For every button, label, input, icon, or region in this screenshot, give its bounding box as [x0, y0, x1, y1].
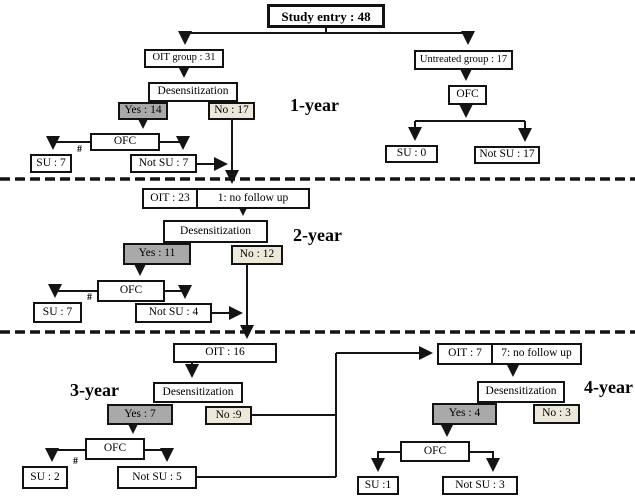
- year3-label: 3-year: [70, 380, 119, 400]
- year2-su-hash-mark: #: [87, 292, 92, 303]
- untreated-group-box: Untreated group : 17: [414, 50, 513, 70]
- year4-desensitization-box: Desensitization: [477, 381, 565, 403]
- year4-label: 4-year: [584, 377, 633, 397]
- year2-label: 2-year: [293, 225, 342, 245]
- year4-no-box: No : 3: [533, 404, 580, 424]
- year4-ofc-box: OFC: [400, 441, 470, 462]
- year2-ofc-box: OFC: [97, 280, 165, 302]
- year1-su-hash-mark: #: [77, 144, 82, 155]
- year3-not-su-box: Not SU : 5: [117, 466, 197, 489]
- year2-no-follow-up-box: 1: no follow up: [196, 188, 310, 209]
- year2-yes-box: Yes : 11: [123, 243, 191, 265]
- year1-yes-box: Yes : 14: [118, 102, 168, 120]
- year1-ofc-box: OFC: [90, 133, 160, 151]
- year1-not-su-box: Not SU : 7: [130, 154, 197, 173]
- year4-no-follow-up-box: 7: no follow up: [491, 343, 582, 365]
- untreated-ofc-box: OFC: [448, 85, 487, 105]
- year4-su-box: SU :1: [357, 476, 399, 495]
- year1-su-box: SU : 7 #: [30, 145, 82, 173]
- year4-oit-box: OIT : 7: [437, 343, 493, 365]
- year1-desensitization-box: Desensitization: [148, 82, 238, 102]
- year2-not-su-box: Not SU : 4: [135, 303, 212, 323]
- year1-label: 1-year: [290, 95, 339, 115]
- year3-desensitization-box: Desensitization: [153, 382, 243, 403]
- year2-su-box: SU : 7 #: [33, 293, 92, 323]
- year2-no-box: No : 12: [231, 245, 283, 265]
- year3-ofc-box: OFC: [85, 438, 145, 460]
- year4-yes-box: Yes : 4: [432, 403, 497, 425]
- untreated-not-su-box: Not SU : 17: [474, 146, 540, 164]
- year2-oit-box: OIT : 23: [142, 188, 198, 209]
- untreated-su-box: SU : 0: [385, 145, 438, 163]
- year1-no-box: No : 17: [208, 102, 255, 120]
- year3-su-box: SU : 2 #: [22, 457, 78, 489]
- year2-su-label: SU : 7: [42, 305, 73, 318]
- year3-su-label: SU : 2: [30, 470, 60, 483]
- year3-su-hash-mark: #: [73, 456, 78, 467]
- year4-not-su-box: Not SU : 3: [442, 476, 518, 495]
- year1-oit-group-box: OIT group : 31: [144, 49, 224, 68]
- year3-oit-box: OIT : 16: [173, 343, 277, 363]
- year1-su-label: SU : 7: [36, 156, 66, 169]
- year2-desensitization-box: Desensitization: [163, 220, 268, 243]
- study-entry-box: Study entry : 48: [267, 4, 385, 28]
- year3-no-box: No :9: [205, 406, 252, 425]
- year3-yes-box: Yes : 7: [107, 404, 173, 425]
